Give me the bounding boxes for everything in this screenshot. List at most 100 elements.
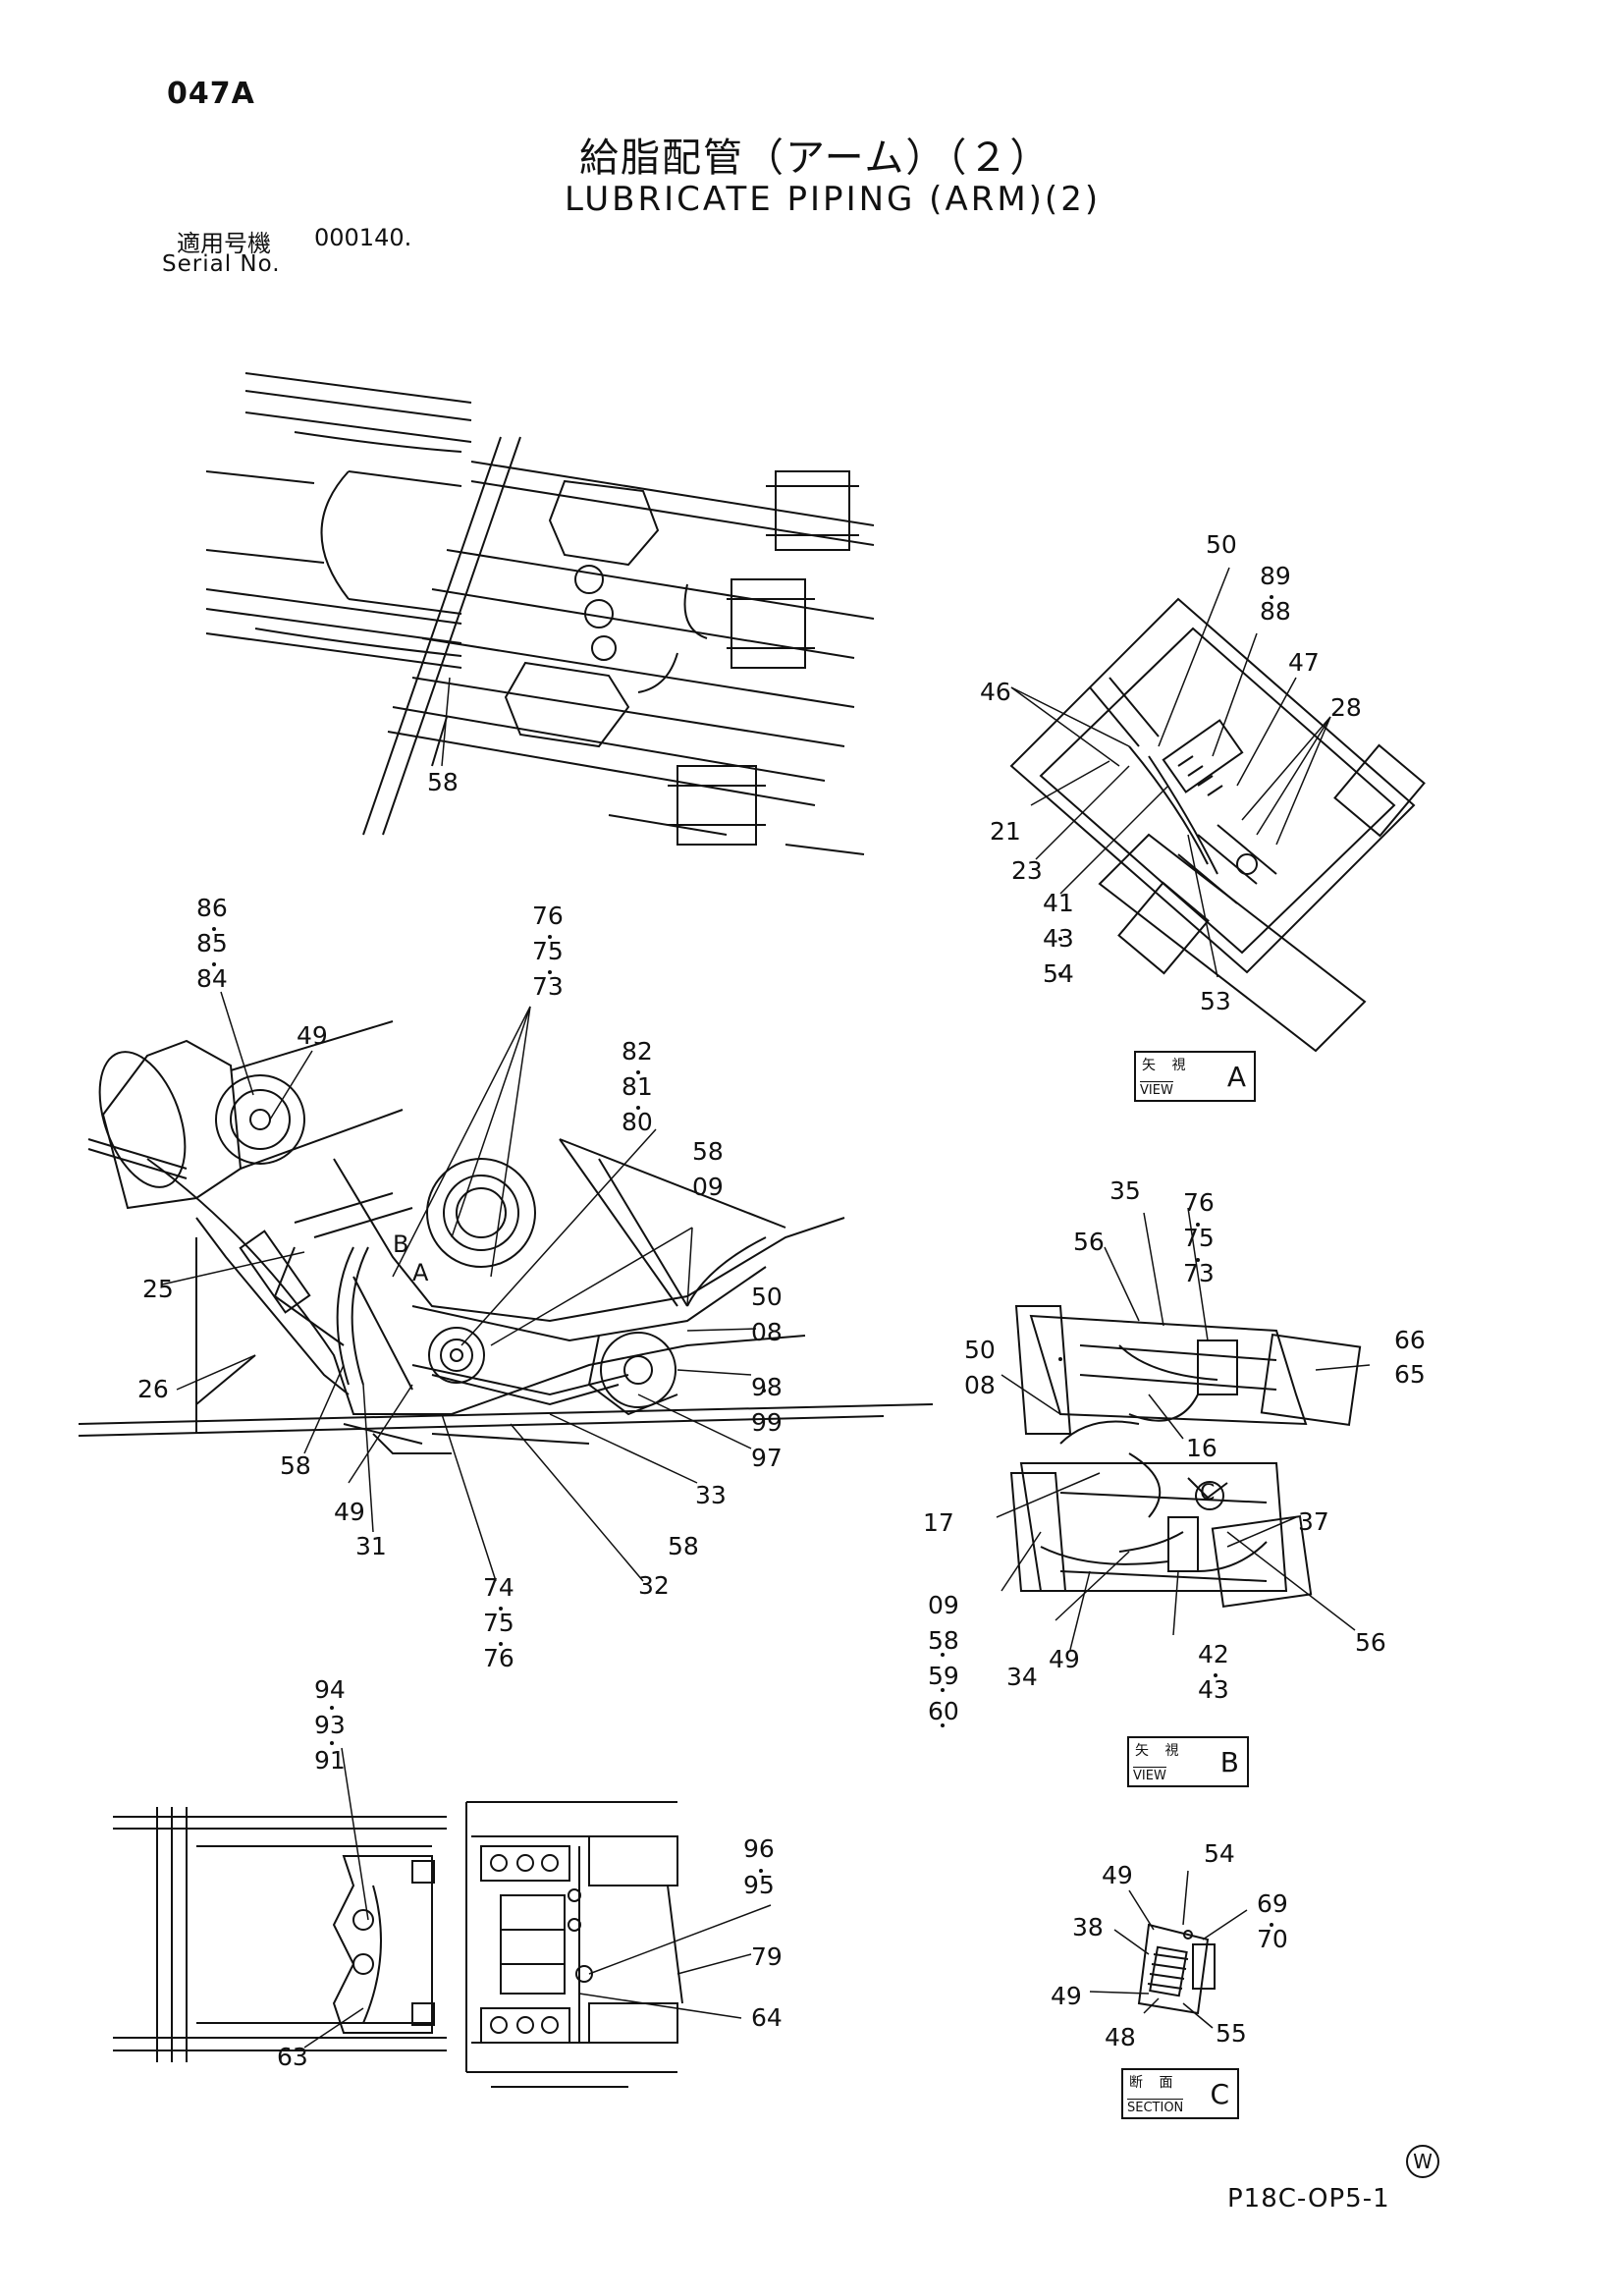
part-callout: 94 bbox=[314, 1675, 346, 1704]
part-callout: 69 bbox=[1257, 1889, 1288, 1918]
section-c-marker: C bbox=[1200, 1481, 1216, 1505]
serial-label-japanese: 適用号機 bbox=[177, 230, 271, 257]
part-callout: 50 bbox=[1206, 530, 1237, 559]
part-callout: 63 bbox=[277, 2043, 308, 2071]
part-callout: 32 bbox=[638, 1571, 670, 1600]
part-callout: 75 bbox=[483, 1609, 514, 1637]
part-callout: 38 bbox=[1072, 1913, 1104, 1941]
part-callout: 75 bbox=[1183, 1224, 1215, 1252]
watermark-circle: W bbox=[1406, 2145, 1439, 2178]
part-callout: 49 bbox=[1049, 1645, 1080, 1673]
part-callout: 08 bbox=[964, 1371, 996, 1399]
part-callout: 79 bbox=[751, 1942, 783, 1971]
part-callout: 73 bbox=[532, 972, 564, 1001]
top-view-arm bbox=[205, 372, 875, 855]
serial-number: 000140. bbox=[314, 224, 412, 251]
part-callout: 58 bbox=[928, 1626, 959, 1655]
part-callout: 76 bbox=[1183, 1188, 1215, 1217]
part-callout: 23 bbox=[1011, 856, 1043, 885]
view-b-label-jp: 矢 視 bbox=[1135, 1743, 1185, 1759]
part-callout: 16 bbox=[1186, 1434, 1217, 1462]
section-c-detail bbox=[1137, 1923, 1216, 2015]
part-callout: 50 bbox=[751, 1283, 783, 1311]
part-callout: 49 bbox=[1102, 1861, 1133, 1889]
part-callout: 85 bbox=[196, 929, 228, 957]
view-a-letter: A bbox=[1226, 1061, 1246, 1093]
part-callout: 95 bbox=[743, 1871, 775, 1899]
part-callout: 80 bbox=[622, 1108, 653, 1136]
part-callout: 84 bbox=[196, 964, 228, 993]
part-callout: 31 bbox=[355, 1532, 387, 1560]
view-b-marker: B bbox=[393, 1230, 409, 1258]
part-callout: 25 bbox=[142, 1275, 174, 1303]
part-callout: 49 bbox=[297, 1021, 328, 1050]
part-callout: 97 bbox=[751, 1444, 783, 1472]
section-c-letter: C bbox=[1210, 2078, 1229, 2110]
view-a-label-en: VIEW bbox=[1140, 1081, 1173, 1098]
part-callout: 81 bbox=[622, 1072, 653, 1101]
callout-dots bbox=[212, 595, 1273, 1927]
part-callout: 09 bbox=[928, 1591, 959, 1619]
section-c-label-box: 断 面 SECTION C bbox=[1121, 2068, 1239, 2119]
view-b-detail bbox=[1009, 1305, 1362, 1609]
part-callout: 82 bbox=[622, 1037, 653, 1066]
part-callout: 35 bbox=[1109, 1176, 1141, 1205]
part-callout: 54 bbox=[1043, 959, 1074, 988]
part-callout: 93 bbox=[314, 1711, 346, 1739]
part-callout: 34 bbox=[1006, 1663, 1038, 1691]
part-callout: 76 bbox=[532, 902, 564, 930]
part-callout: 49 bbox=[334, 1498, 365, 1526]
part-callout: 41 bbox=[1043, 889, 1074, 917]
part-callout: 08 bbox=[751, 1318, 783, 1346]
part-callout: 43 bbox=[1043, 924, 1074, 953]
part-callout: 28 bbox=[1330, 693, 1362, 722]
part-callout: 99 bbox=[751, 1408, 783, 1437]
part-callout: 98 bbox=[751, 1373, 783, 1401]
part-callout: 76 bbox=[483, 1644, 514, 1672]
view-a-label-jp: 矢 視 bbox=[1142, 1058, 1192, 1073]
part-callout: 53 bbox=[1200, 987, 1231, 1015]
part-callout: 58 bbox=[427, 768, 459, 796]
part-callout: 17 bbox=[923, 1508, 954, 1537]
part-callout: 60 bbox=[928, 1697, 959, 1725]
title-english: LUBRICATE PIPING (ARM)(2) bbox=[565, 180, 1102, 219]
view-a-detail bbox=[1009, 597, 1426, 1053]
bottom-view-arm bbox=[113, 1801, 683, 2088]
part-callout: 89 bbox=[1260, 562, 1291, 590]
part-callout: 75 bbox=[532, 937, 564, 965]
part-callout: 55 bbox=[1216, 2019, 1247, 2048]
part-callout: 09 bbox=[692, 1173, 724, 1201]
part-callout: 26 bbox=[137, 1375, 169, 1403]
part-callout: 54 bbox=[1204, 1839, 1235, 1868]
part-callout: 58 bbox=[280, 1451, 311, 1480]
part-callout: 48 bbox=[1105, 2023, 1136, 2051]
part-callout: 43 bbox=[1198, 1675, 1229, 1704]
part-callout: 56 bbox=[1355, 1628, 1386, 1657]
part-callout: 50 bbox=[964, 1336, 996, 1364]
part-callout: 96 bbox=[743, 1834, 775, 1863]
part-callout: 37 bbox=[1298, 1507, 1329, 1536]
sheet-number: P18C-OP5-1 bbox=[1227, 2184, 1390, 2214]
view-b-letter: B bbox=[1219, 1746, 1239, 1778]
section-c-marker-circle bbox=[1195, 1481, 1224, 1510]
part-callout: 49 bbox=[1051, 1982, 1082, 2010]
part-callout: 66 bbox=[1394, 1326, 1426, 1354]
side-view-arm bbox=[78, 1020, 934, 1454]
part-callout: 21 bbox=[990, 817, 1021, 846]
part-callout: 70 bbox=[1257, 1925, 1288, 1953]
part-callout: 59 bbox=[928, 1662, 959, 1690]
title-japanese: 給脂配管（アーム）（２） bbox=[579, 136, 1052, 181]
part-callout: 47 bbox=[1288, 648, 1320, 677]
part-callout: 58 bbox=[668, 1532, 699, 1560]
part-callout: 73 bbox=[1183, 1259, 1215, 1287]
part-callout: 91 bbox=[314, 1746, 346, 1775]
part-callout: 65 bbox=[1394, 1360, 1426, 1389]
part-callout: 42 bbox=[1198, 1640, 1229, 1668]
view-a-label-box: 矢 視 VIEW A bbox=[1134, 1051, 1256, 1102]
part-callout: 74 bbox=[483, 1573, 514, 1602]
part-callout: 33 bbox=[695, 1481, 727, 1509]
view-a-marker: A bbox=[412, 1259, 429, 1286]
view-b-label-box: 矢 視 VIEW B bbox=[1127, 1736, 1249, 1787]
leader-lines bbox=[161, 567, 1371, 2049]
